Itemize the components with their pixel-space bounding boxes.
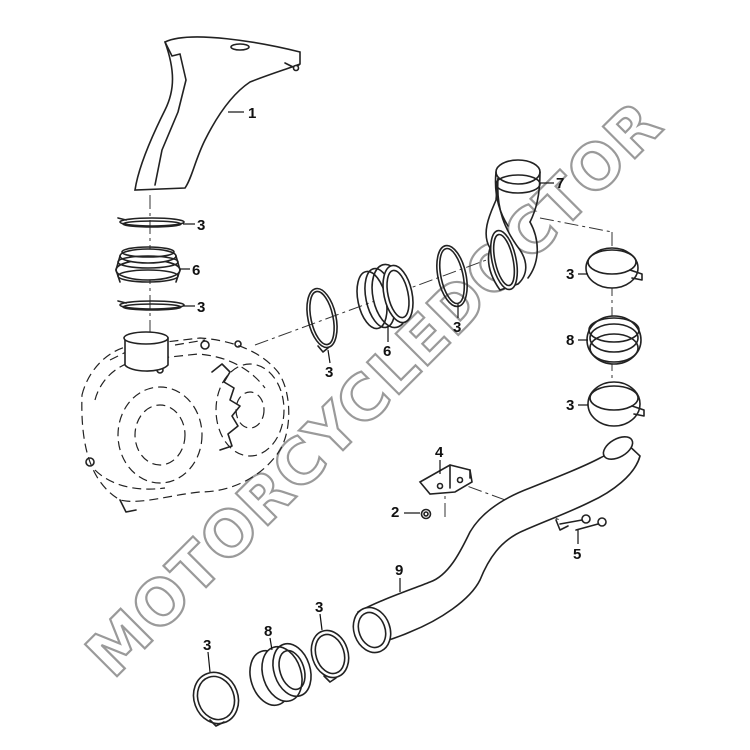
hose-clamp-bottom-right	[310, 629, 350, 683]
callout-part-3-clamp-c: 3	[325, 364, 333, 381]
callout-part-8-right: 8	[566, 332, 574, 349]
callout-part-3-clamp-b: 3	[197, 299, 205, 316]
callout-part-3-clamp-e: 3	[566, 266, 574, 283]
hose-clamp-right-upper	[585, 247, 643, 289]
rubber-sleeve-part-8-right	[586, 315, 642, 365]
callout-part-3-clamp-a: 3	[197, 217, 205, 234]
rubber-coupler-part-6-upper	[115, 246, 181, 283]
callout-part-6-upper: 6	[192, 262, 200, 279]
rubber-sleeve-part-8-bottom	[249, 642, 312, 707]
callout-part-1: 1	[248, 105, 256, 122]
mounting-bracket-part-4	[418, 464, 473, 495]
rubber-coupler-part-6-middle	[356, 263, 414, 330]
hose-clamp-middle-left	[117, 300, 185, 311]
hose-clamp-upper-left	[117, 217, 185, 228]
bolts-part-5	[559, 514, 607, 531]
callout-part-3-clamp-g: 3	[203, 637, 211, 654]
callout-part-4: 4	[435, 444, 444, 461]
callout-part-9: 9	[395, 562, 403, 579]
nut-part-2	[420, 508, 432, 520]
callout-labels: 1 2 3 3 3 3 3 3 3 3 4 5 6 6 7 8 8 9	[192, 105, 581, 654]
leader-lines	[180, 111, 588, 673]
callout-part-8-bottom: 8	[264, 623, 272, 640]
hose-clamp-right-lower	[587, 381, 645, 427]
intake-pipe-part-9	[352, 436, 641, 654]
air-duct-part-1	[134, 36, 301, 191]
cvt-engine-cover	[81, 331, 290, 513]
elbow-duct-part-7	[485, 159, 541, 291]
callout-part-3-clamp-d: 3	[453, 319, 461, 336]
callout-part-6-middle: 6	[383, 343, 391, 360]
callout-part-5: 5	[573, 546, 581, 563]
hose-clamp-ring-left	[306, 287, 338, 353]
callout-part-3-clamp-f: 3	[566, 397, 574, 414]
callout-part-2: 2	[391, 504, 399, 521]
hose-clamp-bottom-left	[192, 671, 240, 727]
callout-part-7: 7	[556, 175, 564, 192]
callout-part-3-clamp-h: 3	[315, 599, 323, 616]
